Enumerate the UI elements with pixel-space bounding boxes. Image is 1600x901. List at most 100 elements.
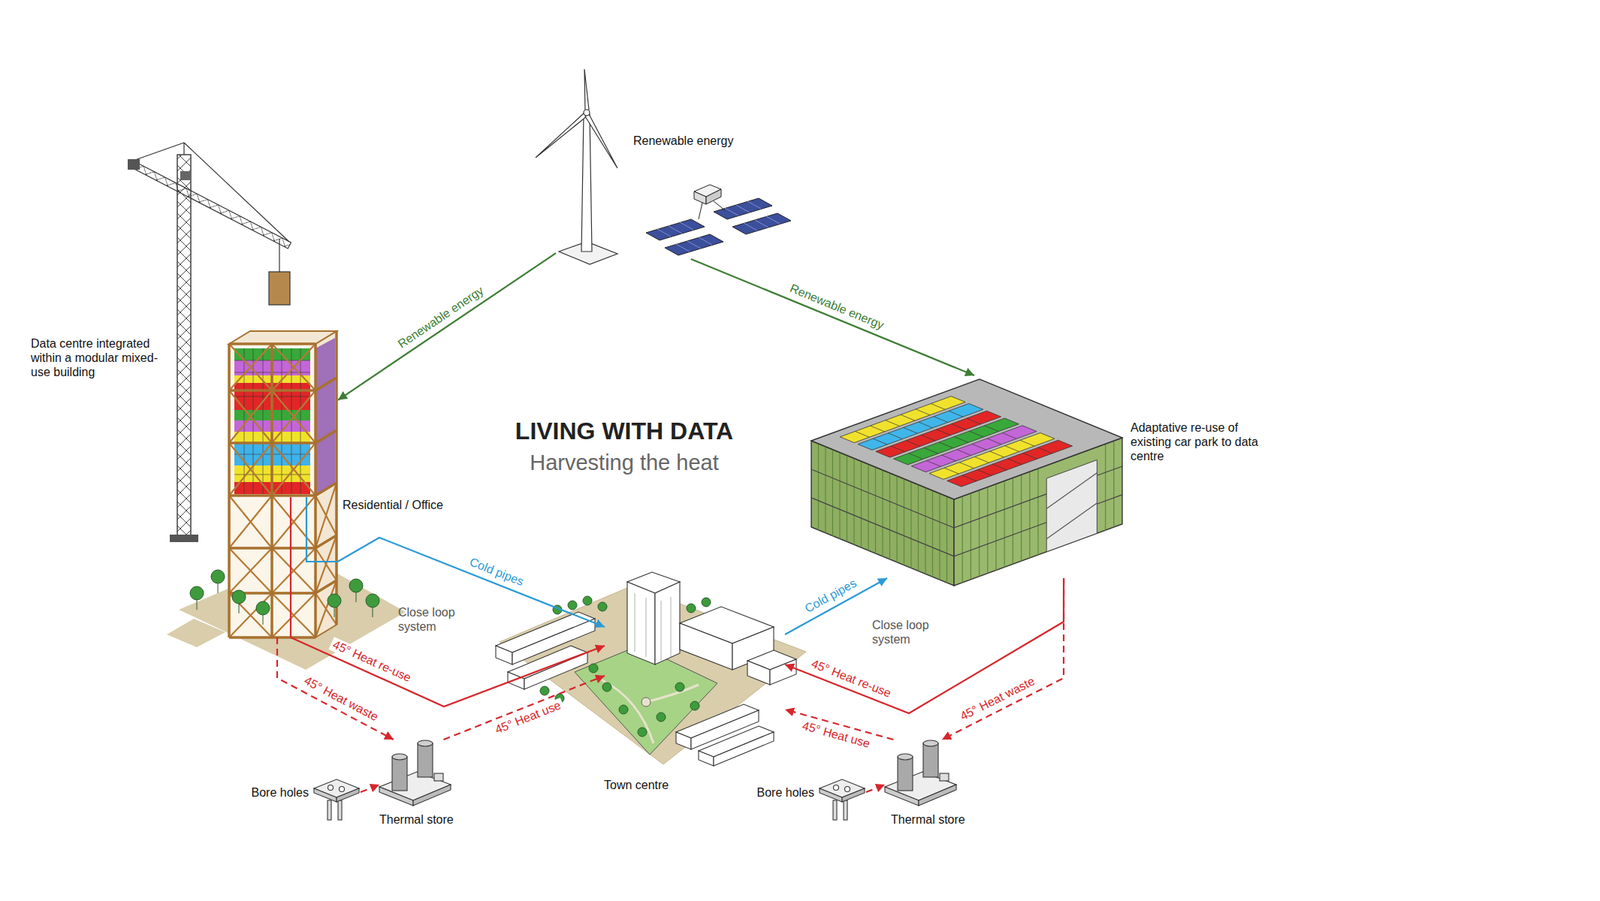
crane [177,154,191,538]
node-label: Thermal store [379,812,454,828]
wind-turbine [581,114,592,252]
trees [190,570,380,625]
town-centre-illustration [679,623,733,671]
car-park-building [1046,473,1097,540]
timber-tower [315,338,336,495]
renewable-energy-source: Renewable energy [555,67,789,260]
thermal-store-icon [392,754,408,761]
node-label: Renewable energy [633,133,734,148]
town-centre-illustration [588,664,598,674]
car-park-data-centre: Adaptative re-use of existing car park t… [806,375,1124,579]
trees [356,591,357,603]
bore-holes-icon [327,800,332,821]
town-centre-illustration [747,661,770,686]
bore-holes-icon [339,787,345,793]
town-centre-illustration [627,582,656,665]
trees [196,599,198,610]
town-centre-illustration [567,600,577,610]
crane [180,171,191,181]
car-park-building [1046,460,1097,553]
pipe-connector [443,676,606,740]
pipe-connector [866,784,885,793]
edge-label: 45° Heat waste [299,673,383,726]
town-centre-illustration [656,712,666,722]
timber-tower [229,331,337,345]
trees [232,590,246,604]
car-park-building [839,396,1072,487]
town-centre-illustration [524,652,588,690]
node-label: Data centre integrated within a modular … [30,336,167,381]
town-centre-illustration [686,603,696,613]
trees [217,582,219,594]
note-label: Close loop system [872,618,940,647]
diagram-subtitle: Harvesting the heat [436,450,813,476]
town-centre-illustration [637,727,647,737]
trees [256,601,270,616]
node-label: Residential / Office [342,498,444,513]
timber-tower [306,497,339,562]
town-centre: Town centre [604,612,785,755]
pipe-connector [941,578,1064,740]
town-centre-illustration [701,597,711,607]
town-centre-illustration [676,732,692,750]
node-label: Town centre [603,778,669,793]
edge-label: 45° Heat use [491,698,566,739]
node-label: Bore holes [757,785,816,800]
crane [169,534,199,543]
timber-tower [229,331,337,638]
wind-turbine [583,109,590,116]
solar-panels [646,184,791,256]
town-centre-illustration [634,593,671,662]
car-park-building [811,379,1123,500]
bore-holes-icon [313,788,337,803]
trees [262,614,264,625]
bore-holes-icon [819,779,865,821]
edge-label: Renewable energy [785,280,888,334]
town-centre-illustration [698,751,714,767]
bore-holes-icon [313,779,360,821]
town-centre-illustration [713,732,774,767]
note-label: Close loop system [398,605,466,634]
node-label: Adaptative re-use of existing car park t… [1130,420,1265,465]
trees [365,594,380,608]
thermal-store: Thermal store [379,739,451,808]
trees [372,606,374,618]
town-centre-illustration [582,596,592,606]
town-centre-illustration [602,682,612,692]
town-centre-illustration [655,582,680,665]
node-label: Thermal store [890,812,966,828]
thermal-store-icon [392,757,408,791]
car-park-building [947,440,1073,487]
solar-panels [657,201,780,252]
trees [190,586,204,601]
car-park-building [811,379,1123,586]
pipe-connector [338,253,556,401]
wind-turbine [584,69,589,112]
diagram-title: LIVING WITH DATA [436,417,813,446]
town-centre-illustration [769,659,797,686]
crane [129,160,292,249]
edge-label: Cold pipes [800,576,861,619]
pipe-connector [360,784,380,793]
trees [349,579,363,593]
trees [334,606,336,618]
mixed-use-tower: Data centre integrated within a modular … [225,331,339,638]
town-centre-illustration [540,686,550,696]
trees [327,594,342,608]
edge-label: 45° Heat waste [956,673,1040,725]
trees [211,570,225,584]
crane [129,160,292,249]
crane [127,159,140,170]
solar-panels [694,191,707,205]
bore-holes-icon [328,785,334,791]
crane [268,271,290,305]
town-centre-illustration [641,697,651,707]
thermal-store: Thermal store [884,739,957,808]
thermal-store-icon [413,784,451,807]
town-centre-illustration [597,602,607,612]
edge-label: Renewable energy [393,282,489,353]
